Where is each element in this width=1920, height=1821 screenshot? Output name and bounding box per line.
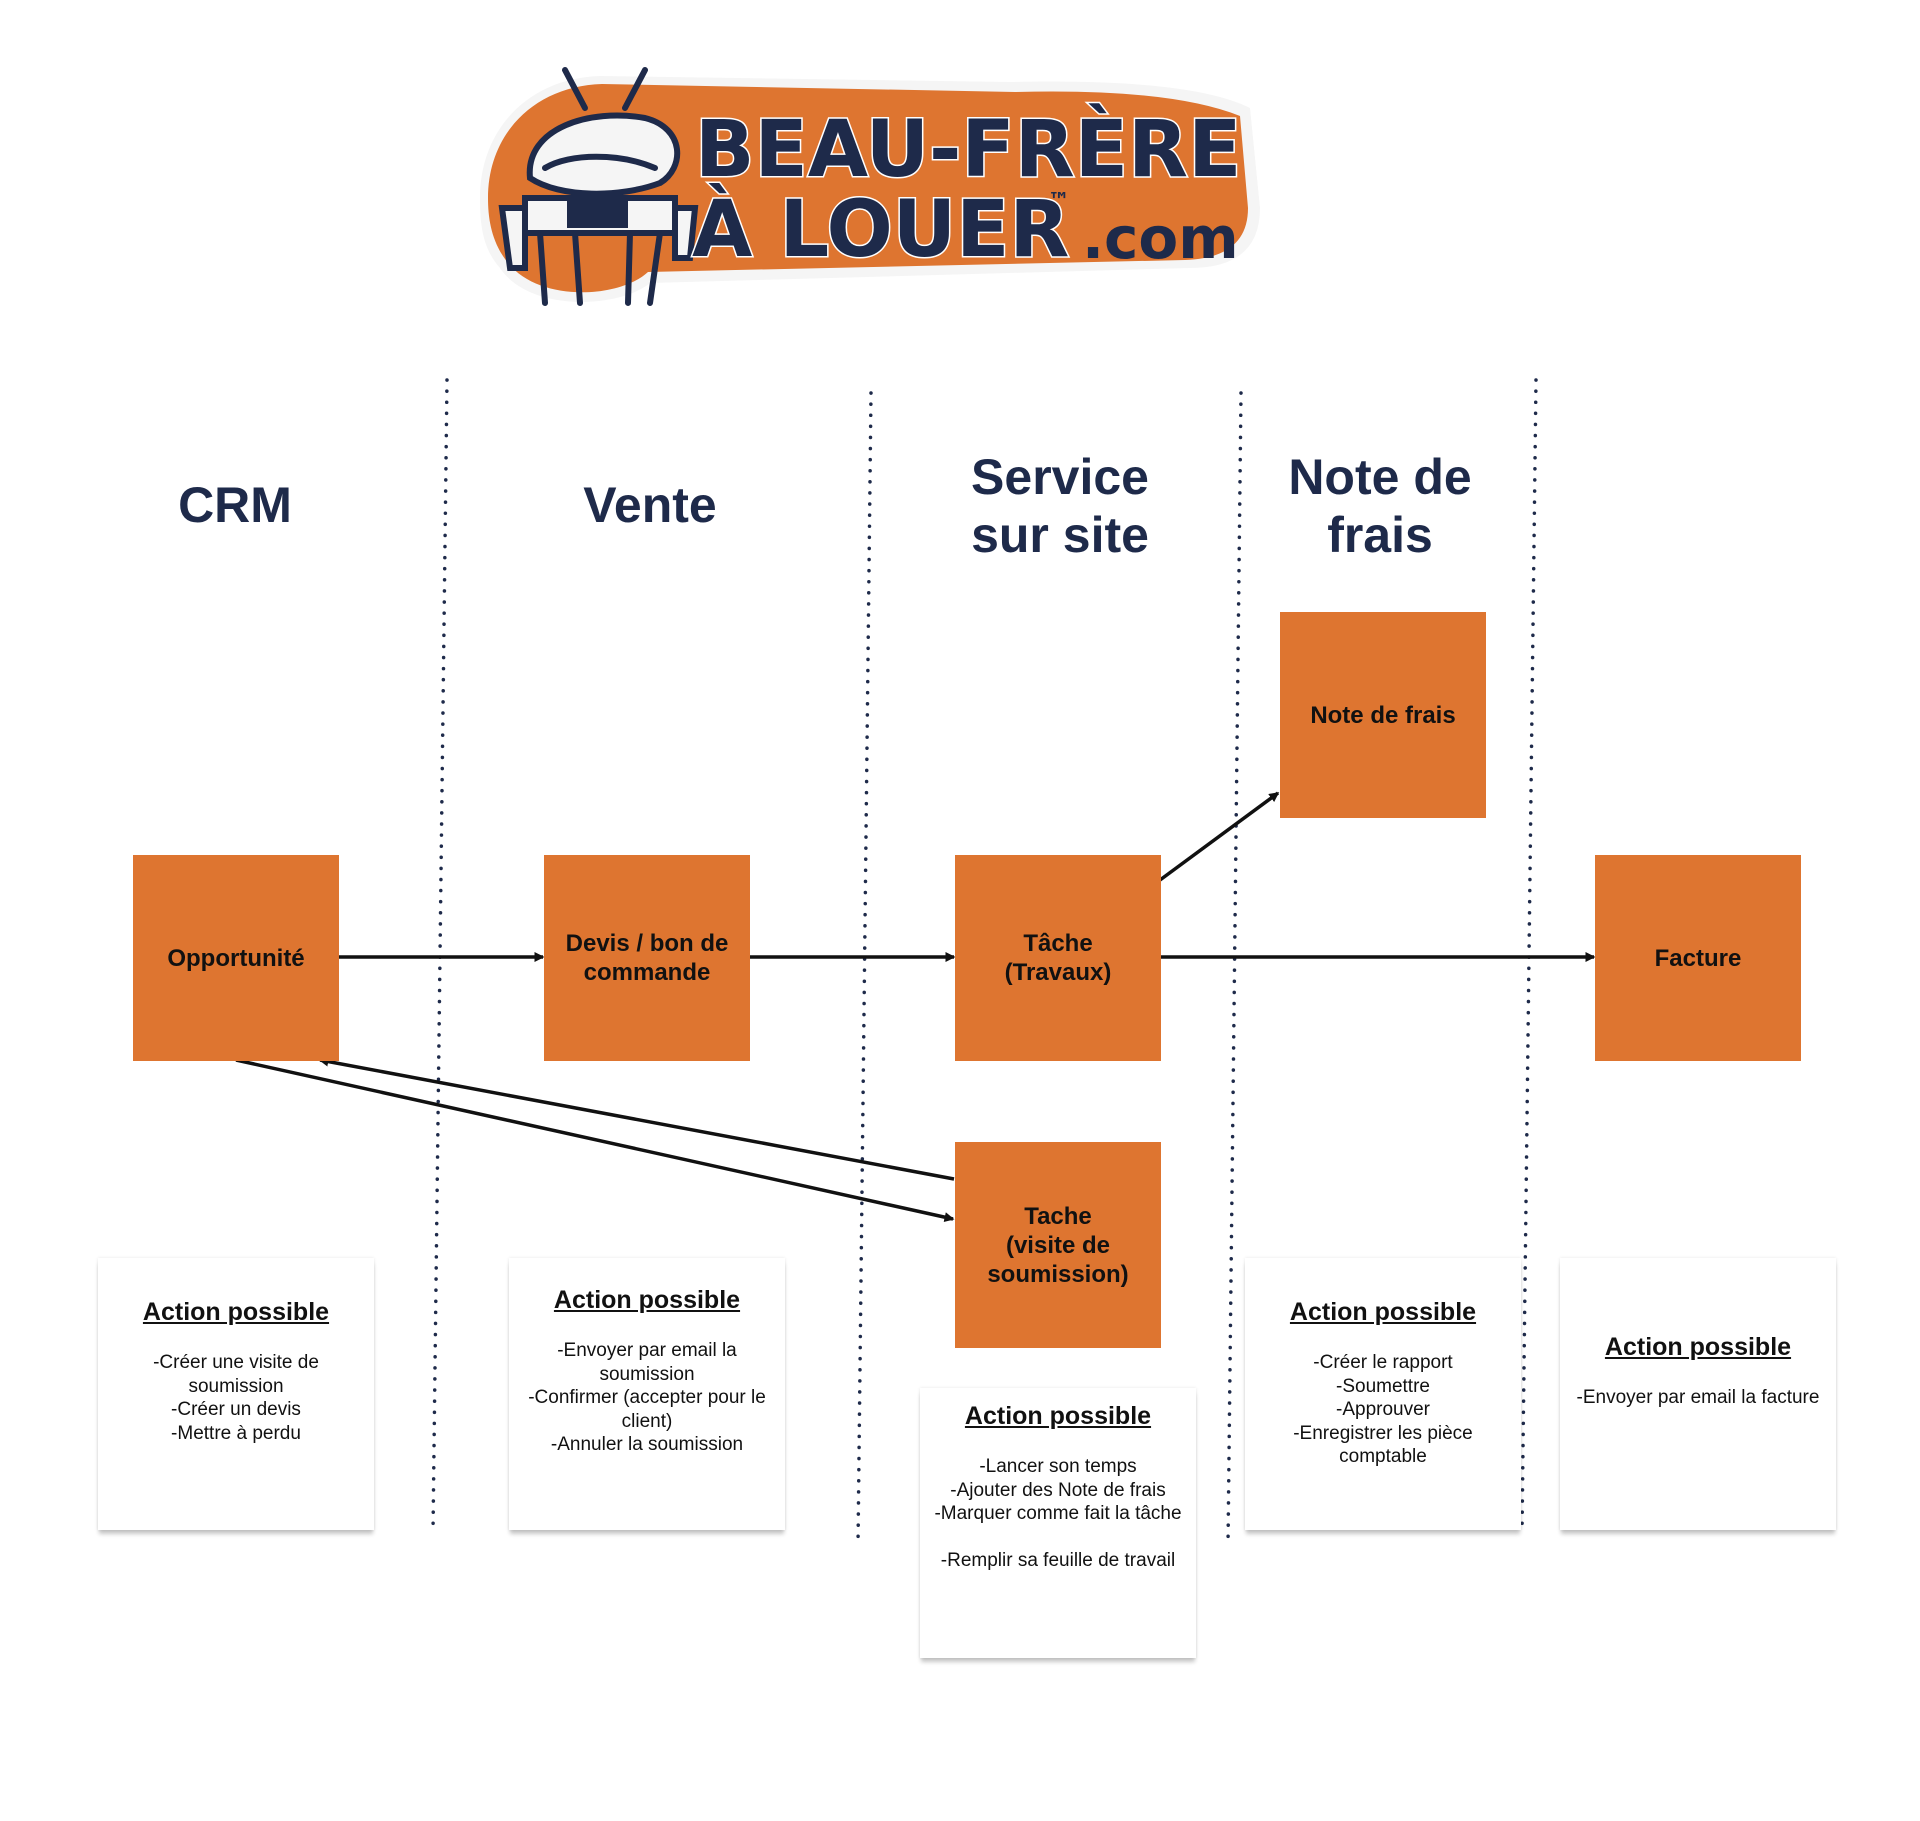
logo-line1: BEAU-FRÈRE bbox=[695, 103, 1241, 195]
note-frais-title: Action possible bbox=[1289, 1298, 1477, 1326]
node-tache-travaux[interactable]: Tâche (Travaux) bbox=[955, 855, 1161, 1061]
note-service-actions: Action possible -Lancer son temps -Ajout… bbox=[920, 1388, 1196, 1658]
brand-logo: BEAU-FRÈRE À LOUER ™ .com bbox=[470, 58, 1270, 320]
node-note-de-frais[interactable]: Note de frais bbox=[1280, 612, 1486, 818]
note-vente-actions: Action possible -Envoyer par email la so… bbox=[509, 1258, 785, 1530]
note-crm-title: Action possible bbox=[142, 1298, 330, 1326]
node-facture[interactable]: Facture bbox=[1595, 855, 1801, 1061]
note-vente-body: -Envoyer par email la soumission -Confir… bbox=[528, 1340, 766, 1455]
connector-arrows bbox=[235, 791, 1596, 1223]
brand-logo-graphic: BEAU-FRÈRE À LOUER ™ .com bbox=[480, 67, 1260, 306]
logo-trademark: ™ bbox=[1048, 189, 1070, 214]
arrow-tache-to-note-de-frais bbox=[1158, 791, 1280, 882]
arrow-soumission-to-opportunite bbox=[318, 1056, 955, 1181]
node-devis-bon-de-commande[interactable]: Devis / bon de commande bbox=[544, 855, 750, 1061]
note-service-title: Action possible bbox=[964, 1402, 1152, 1430]
note-facture-title: Action possible bbox=[1604, 1333, 1792, 1361]
logo-line2: À LOUER bbox=[692, 183, 1069, 275]
lane-title-service-sur-site: Service sur site bbox=[971, 449, 1149, 563]
lane-divider bbox=[856, 391, 873, 1547]
arrow-opportunite-to-soumission bbox=[235, 1058, 955, 1223]
note-frais-actions: Action possible -Créer le rapport -Soume… bbox=[1245, 1258, 1521, 1530]
lane-title-crm: CRM bbox=[178, 477, 292, 533]
note-service-body: -Lancer son temps -Ajouter des Note de f… bbox=[934, 1456, 1182, 1571]
note-crm-actions: Action possible -Créer une visite de sou… bbox=[98, 1258, 374, 1530]
logo-suffix: .com bbox=[1082, 204, 1239, 272]
lane-title-note-de-frais: Note de frais bbox=[1288, 449, 1472, 563]
note-vente-title: Action possible bbox=[553, 1286, 741, 1314]
note-frais-body: -Créer le rapport -Soumettre -Approuver … bbox=[1293, 1352, 1473, 1467]
handyman-mascot-icon bbox=[498, 67, 699, 306]
note-facture-body: -Envoyer par email la facture bbox=[1576, 1387, 1820, 1408]
lane-title-vente: Vente bbox=[583, 477, 717, 533]
note-crm-body: -Créer une visite de soumission -Créer u… bbox=[153, 1352, 319, 1444]
node-opportunite[interactable]: Opportunité bbox=[133, 855, 339, 1061]
note-facture-actions: Action possible -Envoyer par email la fa… bbox=[1560, 1258, 1836, 1530]
lane-divider bbox=[1226, 391, 1243, 1547]
node-tache-visite-de-soumission[interactable]: Tache (visite de soumission) bbox=[955, 1142, 1161, 1348]
